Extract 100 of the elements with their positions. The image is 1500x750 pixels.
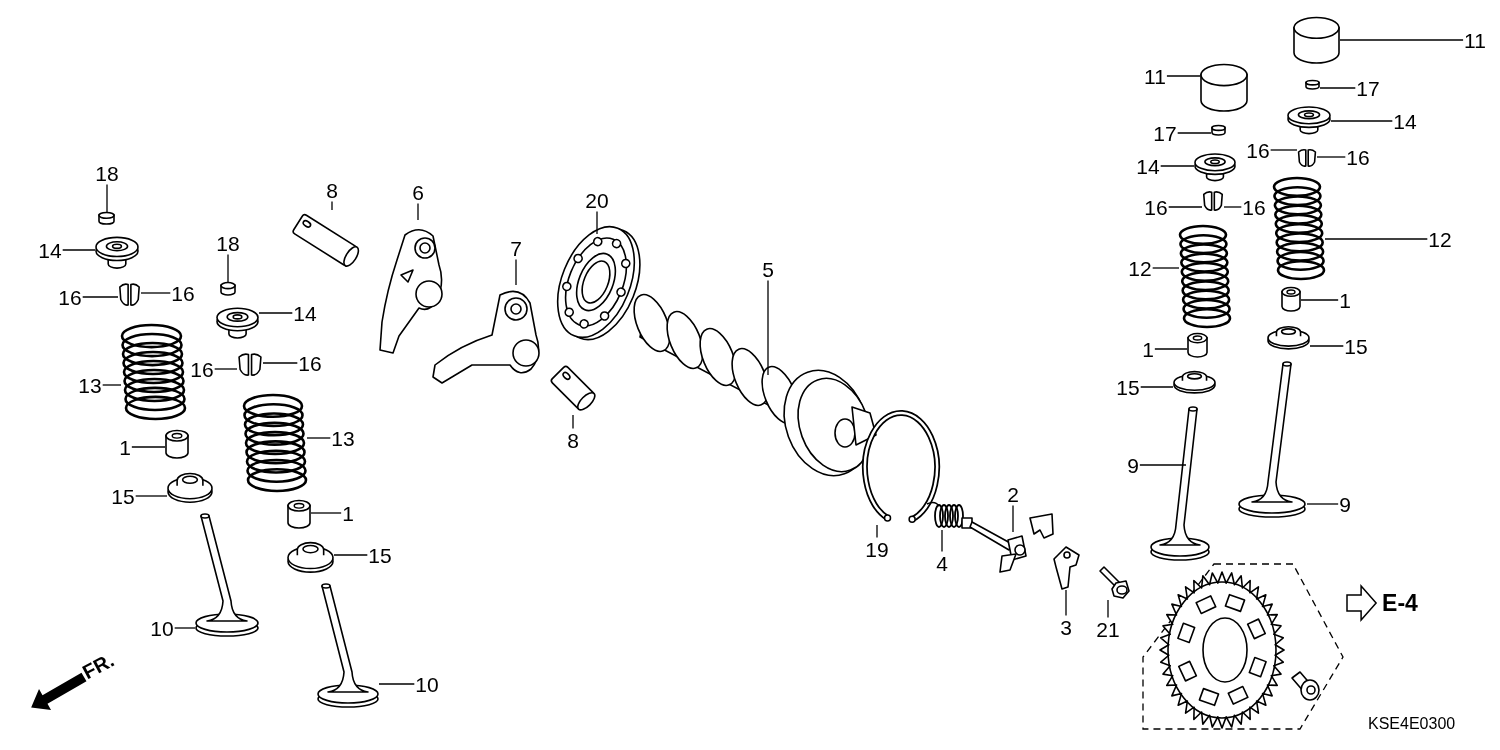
callout-number: 17: [1152, 121, 1178, 145]
callout-number: 14: [292, 301, 318, 325]
callout-number: 20: [584, 188, 610, 212]
bolt-drawing: [1098, 565, 1130, 600]
leader-line: [1160, 165, 1195, 167]
valve-keeper-drawing: [118, 282, 141, 307]
leader-line: [306, 437, 331, 439]
leader-line: [1107, 599, 1109, 619]
callout-number: 8: [325, 178, 339, 202]
callout-number: 16: [189, 357, 215, 381]
callout-number: 9: [1338, 492, 1352, 516]
callout-number: 16: [57, 285, 83, 309]
leader-line: [310, 512, 342, 514]
valve-drawing: [316, 582, 379, 707]
callout-number: 9: [1126, 453, 1140, 477]
shim-drawing: [1211, 125, 1226, 136]
valve-drawing: [195, 512, 259, 636]
leader-line: [1330, 120, 1393, 122]
circlip-drawing: [862, 410, 940, 525]
callout-number: 1: [118, 435, 132, 459]
callout-number: 1: [1338, 288, 1352, 312]
valve-keeper-drawing: [237, 352, 263, 377]
callout-number: 15: [1343, 334, 1369, 358]
callout-number: 7: [509, 236, 523, 260]
leader-line: [1065, 589, 1067, 617]
leader-line: [1300, 299, 1339, 301]
leader-line: [767, 279, 769, 376]
leader-line: [331, 200, 333, 211]
spring-seat-drawing: [1267, 324, 1310, 351]
leader-line: [417, 202, 419, 221]
callout-number: 16: [1241, 195, 1267, 219]
stem-seal-drawing: [165, 430, 189, 459]
leader-line: [1306, 503, 1339, 505]
callout-number: 14: [37, 238, 63, 262]
callout-number: 16: [1345, 145, 1371, 169]
callout-number: 16: [297, 351, 323, 375]
callout-number: 3: [1059, 615, 1073, 639]
leader-line: [62, 249, 96, 251]
reference-label: E-4: [1381, 590, 1419, 616]
leader-line: [1223, 206, 1242, 208]
callout-number: 16: [1143, 195, 1169, 219]
callout-number: 11: [1143, 64, 1167, 88]
leader-line: [131, 446, 166, 448]
callout-number: 6: [411, 180, 425, 204]
leader-line: [1152, 267, 1180, 269]
leader-line: [1012, 504, 1014, 533]
callout-number: 1: [1141, 337, 1155, 361]
callout-number: 2: [1006, 482, 1020, 506]
leader-line: [1309, 345, 1344, 347]
leader-line: [106, 183, 108, 213]
valve-drawing: [1238, 360, 1307, 517]
leader-line: [1168, 206, 1203, 208]
spring-retainer-drawing: [1287, 104, 1331, 134]
bracket-drawing: [1052, 545, 1080, 590]
leader-line: [1154, 348, 1188, 350]
callout-number: 13: [330, 426, 356, 450]
leader-line: [262, 362, 298, 364]
leader-line: [135, 495, 168, 497]
lever-shaft-drawing: [960, 512, 1055, 575]
callout-number: 14: [1392, 109, 1418, 133]
leader-line: [378, 683, 415, 685]
valve-keeper-drawing: [1202, 190, 1224, 212]
leader-line: [1270, 149, 1298, 151]
callout-number: 15: [367, 543, 393, 567]
leader-line: [1139, 464, 1187, 466]
callout-number: 8: [566, 428, 580, 452]
callout-number: 18: [215, 231, 241, 255]
leader-line: [1324, 238, 1428, 240]
tappet-drawing: [1293, 17, 1340, 64]
callout-number: 5: [761, 257, 775, 281]
valve-keeper-drawing: [1297, 148, 1317, 168]
leader-line: [227, 253, 229, 283]
callout-number: 10: [414, 672, 440, 696]
leader-line: [1316, 156, 1346, 158]
leader-line: [876, 524, 878, 539]
valve-spring-drawing: [1273, 176, 1325, 281]
leader-line: [572, 414, 574, 430]
valve-spring-drawing: [121, 323, 186, 421]
callout-number: 21: [1095, 617, 1121, 641]
spring-retainer-drawing: [216, 305, 259, 338]
callout-number: 16: [1245, 138, 1271, 162]
callout-number: 12: [1427, 227, 1453, 251]
leader-line: [174, 627, 196, 629]
shim-drawing: [98, 212, 115, 225]
callout-number: 13: [77, 373, 103, 397]
callout-number: 15: [1115, 375, 1141, 399]
stem-seal-drawing: [1187, 333, 1208, 358]
block-arrow: [1346, 584, 1378, 622]
stem-seal-drawing: [1281, 287, 1301, 312]
callout-number: 1: [341, 501, 355, 525]
leader-line: [1339, 39, 1464, 41]
callout-number: 19: [864, 537, 890, 561]
direction-label: FR.: [79, 649, 118, 683]
callout-number: 14: [1135, 154, 1161, 178]
shim-drawing: [1305, 80, 1320, 90]
diagram-code: KSE4E0300: [1368, 716, 1456, 732]
callout-number: 16: [170, 281, 196, 305]
shim-drawing: [220, 282, 236, 296]
leader-line: [82, 296, 119, 298]
stem-seal-drawing: [287, 500, 311, 529]
